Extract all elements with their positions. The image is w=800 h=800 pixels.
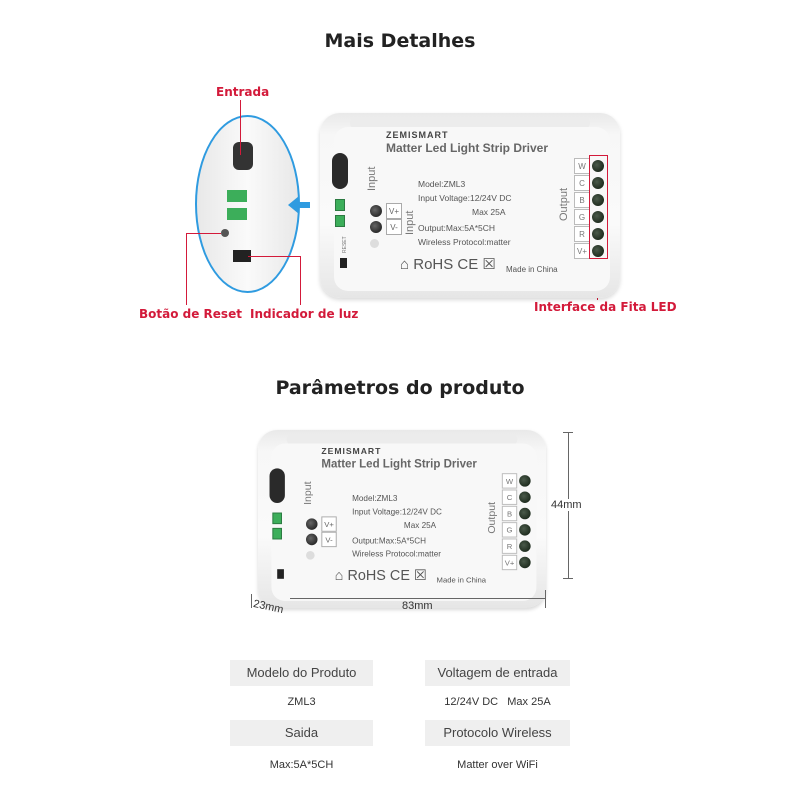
green-terminal xyxy=(272,527,282,540)
terminal-label: V+ xyxy=(386,203,402,219)
dimension-tick xyxy=(563,432,573,433)
section-title-params: Parâmetros do produto xyxy=(275,377,525,399)
cert-marks: ⌂ RoHS CE ☒ xyxy=(334,567,427,584)
reset-label: RESET xyxy=(342,236,348,253)
dimension-tick xyxy=(563,578,573,579)
spec-max: Max 25A xyxy=(472,207,506,217)
spec-protocol: Wireless Protocol:matter xyxy=(352,549,441,559)
param-label-protocol: Protocolo Wireless xyxy=(425,720,570,746)
pointer-line xyxy=(186,233,187,305)
output-terminal-label: B xyxy=(574,192,590,208)
output-terminal-label: G xyxy=(501,522,518,538)
green-terminal xyxy=(227,208,247,220)
arrow-left-icon xyxy=(288,196,299,214)
spec-protocol: Wireless Protocol:matter xyxy=(418,237,511,247)
device-title: Matter Led Light Strip Driver xyxy=(321,456,477,471)
brand-logo: ZEMISMART xyxy=(386,130,449,140)
param-value-protocol: Matter over WiFi xyxy=(457,759,538,771)
reset-button xyxy=(306,550,315,560)
dimension-line-length xyxy=(290,598,545,599)
power-jack xyxy=(269,468,285,503)
output-terminal-label: R xyxy=(574,226,590,242)
param-value-output: Max:5A*5CH xyxy=(269,759,334,771)
label-led-interface: Interface da Fita LED xyxy=(534,300,677,314)
output-terminal-label: C xyxy=(574,175,590,191)
param-label-model: Modelo do Produto xyxy=(230,660,373,686)
spec-max: Max 25A xyxy=(403,520,437,530)
spec-voltage: Input Voltage:12/24V DC xyxy=(418,193,512,203)
spec-model: Model:ZML3 xyxy=(418,179,466,189)
spec-voltage: Input Voltage:12/24V DC xyxy=(352,506,442,517)
brand-logo: ZEMISMART xyxy=(321,446,382,456)
made-in: Made in China xyxy=(506,265,558,274)
dimension-tick xyxy=(545,590,546,608)
input-label: Input xyxy=(366,166,378,191)
indicator-light xyxy=(233,250,251,262)
input-label: Input xyxy=(302,481,314,505)
param-label-voltage: Voltagem de entrada xyxy=(425,660,570,686)
output-label: Output xyxy=(558,187,570,221)
terminal-label: V+ xyxy=(321,516,337,532)
reset-button xyxy=(221,229,229,237)
spec-output: Output:Max:5A*5CH xyxy=(418,223,496,233)
label-indicator: Indicador de luz xyxy=(250,307,359,321)
green-terminal xyxy=(227,190,247,202)
reset-button xyxy=(370,239,379,248)
section-title-details: Mais Detalhes xyxy=(324,30,476,52)
arrow-shaft xyxy=(298,202,310,208)
output-terminal-label: V+ xyxy=(501,554,518,571)
label-entrada: Entrada xyxy=(216,85,270,99)
pointer-line xyxy=(186,233,221,234)
terminal-label: V- xyxy=(386,219,402,235)
output-terminal-label: R xyxy=(501,538,518,554)
device-image-dimensions: Input V+ V- ZEMISMART Matter Led Light S… xyxy=(258,430,546,608)
output-terminal-label: V+ xyxy=(574,243,590,259)
dimension-length: 83mm xyxy=(402,600,433,612)
side-view xyxy=(195,115,300,293)
made-in: Made in China xyxy=(436,575,487,585)
output-terminal-label: C xyxy=(501,489,518,505)
output-terminal-label: W xyxy=(574,158,590,174)
param-value-voltage: 12/24V DC Max 25A xyxy=(444,696,551,708)
indicator-light xyxy=(277,569,284,579)
pointer-line xyxy=(240,100,241,155)
input-label: Input xyxy=(404,210,416,235)
green-terminal xyxy=(335,199,345,211)
param-value-model: ZML3 xyxy=(287,696,316,708)
green-terminal xyxy=(272,512,282,525)
indicator-light xyxy=(340,258,347,268)
led-interface-highlight xyxy=(589,155,608,259)
green-terminal xyxy=(335,215,345,227)
power-jack xyxy=(233,142,253,170)
output-terminal-label: W xyxy=(501,473,518,489)
terminal-label: V- xyxy=(321,531,337,548)
output-terminal-label: G xyxy=(574,209,590,225)
power-jack xyxy=(332,153,348,189)
device-title: Matter Led Light Strip Driver xyxy=(386,141,549,155)
output-terminal-label: B xyxy=(501,505,518,522)
output-label: Output xyxy=(486,501,498,534)
spec-model: Model:ZML3 xyxy=(352,493,398,503)
param-label-output: Saida xyxy=(230,720,373,746)
dimension-tick xyxy=(251,594,252,608)
dimension-height: 44mm xyxy=(551,499,582,511)
device-image: Input RESET V+ V- Input ZEMISMART Matter… xyxy=(320,113,620,298)
pointer-line xyxy=(248,256,300,257)
cert-marks: ⌂ RoHS CE ☒ xyxy=(400,256,496,273)
pointer-line xyxy=(300,256,301,305)
label-reset: Botão de Reset xyxy=(139,307,242,321)
spec-output: Output:Max:5A*5CH xyxy=(352,535,427,546)
